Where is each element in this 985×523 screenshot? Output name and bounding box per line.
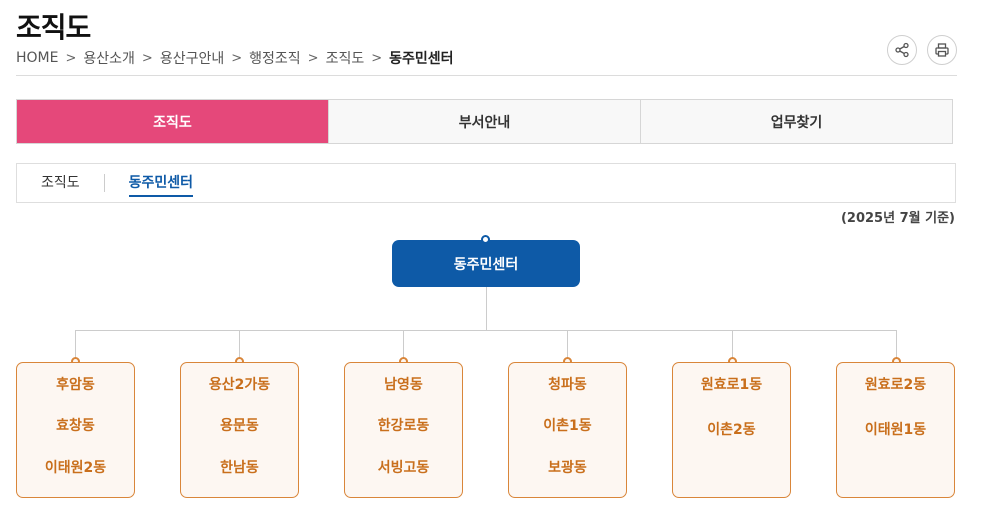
dong-item[interactable]: 용문동 (220, 418, 259, 435)
tab-org-chart[interactable]: 조직도 (17, 100, 328, 143)
breadcrumb-separator: > (141, 50, 153, 66)
main-tabs: 조직도 부서안내 업무찾기 (16, 99, 953, 144)
breadcrumb-separator: > (307, 50, 319, 66)
dong-item[interactable]: 청파동 (548, 377, 587, 393)
subtab-community-center[interactable]: 동주민센터 (105, 163, 217, 203)
breadcrumb-guide[interactable]: 용산구안내 (159, 51, 225, 67)
branch-connector-line (75, 330, 897, 331)
breadcrumb-admin-org[interactable]: 행정조직 (249, 51, 301, 67)
branch-group-6: 원효로2동 이태원1동 (836, 362, 955, 498)
branch-drop-line (732, 330, 733, 358)
root-connector-dot (481, 235, 490, 244)
breadcrumb-separator: > (65, 50, 77, 66)
header-divider (16, 75, 957, 76)
branch-drop-line (75, 330, 76, 358)
branch-drop-line (239, 330, 240, 358)
print-icon (935, 43, 949, 57)
share-icon (895, 42, 909, 58)
branch-drop-line (403, 330, 404, 358)
page-title: 조직도 (16, 11, 91, 44)
branch-group-4: 청파동 이촌1동 보광동 (508, 362, 627, 498)
branch-group-2: 용산2가동 용문동 한남동 (180, 362, 299, 498)
breadcrumb: HOME > 용산소개 > 용산구안내 > 행정조직 > 조직도 > 동주민센터 (16, 48, 454, 68)
tab-find-task[interactable]: 업무찾기 (640, 100, 952, 143)
branch-group-1: 후암동 효창동 이태원2동 (16, 362, 135, 498)
breadcrumb-separator: > (371, 50, 383, 66)
subtab-divider (103, 174, 105, 192)
breadcrumb-separator: > (231, 50, 243, 66)
branch-drop-line (896, 330, 897, 358)
branch-drop-line (567, 330, 568, 358)
active-underline (128, 195, 194, 197)
dong-item[interactable]: 이태원2동 (44, 459, 107, 476)
dong-item[interactable]: 한남동 (220, 459, 259, 476)
dong-item[interactable]: 원효로1동 (700, 377, 763, 393)
dong-item[interactable]: 한강로동 (377, 418, 430, 435)
page-actions (887, 35, 957, 65)
dong-item[interactable]: 서빙고동 (377, 459, 430, 476)
breadcrumb-about[interactable]: 용산소개 (83, 51, 135, 67)
subtab-community-center-label: 동주민센터 (128, 175, 194, 191)
dong-item[interactable]: 이촌2동 (707, 422, 756, 438)
breadcrumb-org-chart[interactable]: 조직도 (325, 51, 365, 67)
sub-tabs: 조직도 동주민센터 (16, 163, 956, 203)
tab-department-info[interactable]: 부서안내 (328, 100, 640, 143)
dong-item[interactable]: 이태원1동 (864, 422, 927, 438)
dong-item[interactable]: 남영동 (384, 377, 423, 393)
subtab-org-chart[interactable]: 조직도 (41, 175, 80, 191)
breadcrumb-home[interactable]: HOME (16, 50, 59, 66)
print-button[interactable] (927, 35, 957, 65)
dong-item[interactable]: 효창동 (56, 418, 95, 435)
root-node: 동주민센터 (392, 240, 580, 287)
basis-date-note: (2025년 7월 기준) (840, 211, 955, 226)
branch-group-5: 원효로1동 이촌2동 (672, 362, 791, 498)
dong-item[interactable]: 보광동 (548, 459, 587, 476)
dong-item[interactable]: 이촌1동 (543, 418, 592, 435)
dong-item[interactable]: 용산2가동 (208, 377, 271, 393)
share-button[interactable] (887, 35, 917, 65)
root-connector-line (486, 287, 487, 330)
dong-item[interactable]: 원효로2동 (864, 377, 927, 393)
breadcrumb-current: 동주민센터 (389, 51, 454, 67)
dong-item[interactable]: 후암동 (56, 377, 95, 393)
branch-group-3: 남영동 한강로동 서빙고동 (344, 362, 463, 498)
